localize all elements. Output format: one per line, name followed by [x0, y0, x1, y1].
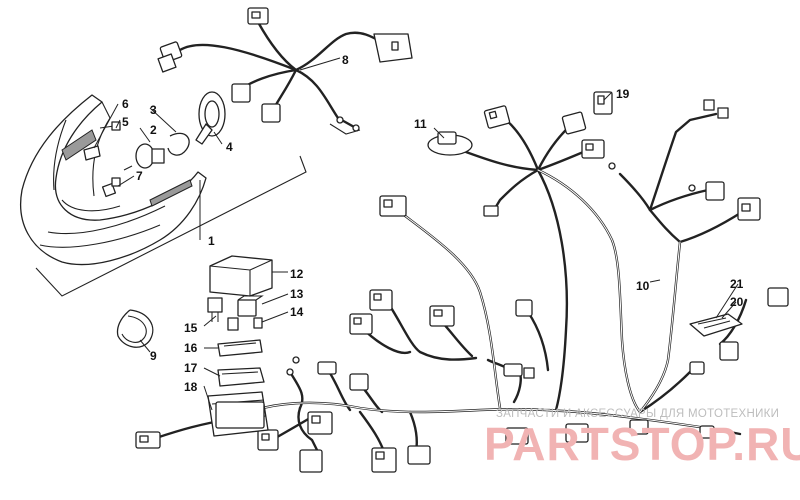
callout-15: 15 — [184, 321, 198, 335]
callout-20: 20 — [730, 295, 744, 309]
callout-3: 3 — [150, 103, 157, 117]
harness-connectors — [135, 91, 789, 473]
callout-13: 13 — [290, 287, 304, 301]
headlight-assembly — [20, 94, 307, 297]
callout-11: 11 — [414, 117, 427, 131]
headlight-harness — [157, 7, 413, 135]
watermark: ЗАПЧАСТИ И АКСЕССУАРЫ ДЛЯ МОТОТЕХНИКИ PA… — [484, 408, 800, 470]
watermark-tagline: ЗАПЧАСТИ И АКСЕССУАРЫ ДЛЯ МОТОТЕХНИКИ — [496, 408, 779, 420]
main-wiring-harness — [154, 112, 748, 454]
callout-12: 12 — [290, 267, 304, 281]
fuse-box-group — [207, 255, 273, 437]
callout-14: 14 — [290, 305, 304, 319]
leader-lines — [93, 57, 739, 411]
callout-9: 9 — [150, 349, 157, 363]
callout-17: 17 — [184, 361, 198, 375]
callout-19: 19 — [616, 87, 630, 101]
callout-21: 21 — [730, 277, 744, 291]
document-sheet — [689, 313, 743, 337]
callout-18: 18 — [184, 380, 198, 394]
callout-2: 2 — [150, 123, 157, 137]
bulb-socket-group — [83, 91, 226, 198]
callout-10: 10 — [636, 279, 650, 293]
callout-labels: 1 2 3 4 5 6 7 8 9 10 11 12 13 14 15 16 1… — [122, 53, 744, 394]
callout-6: 6 — [122, 97, 129, 111]
callout-8: 8 — [342, 53, 349, 67]
callout-7: 7 — [136, 169, 143, 183]
circlip-part — [116, 309, 154, 348]
callout-16: 16 — [184, 341, 198, 355]
callout-4: 4 — [226, 140, 233, 154]
callout-1: 1 — [208, 234, 215, 248]
callout-5: 5 — [122, 115, 129, 129]
watermark-logo: PARTSTOP.RU — [484, 418, 800, 470]
